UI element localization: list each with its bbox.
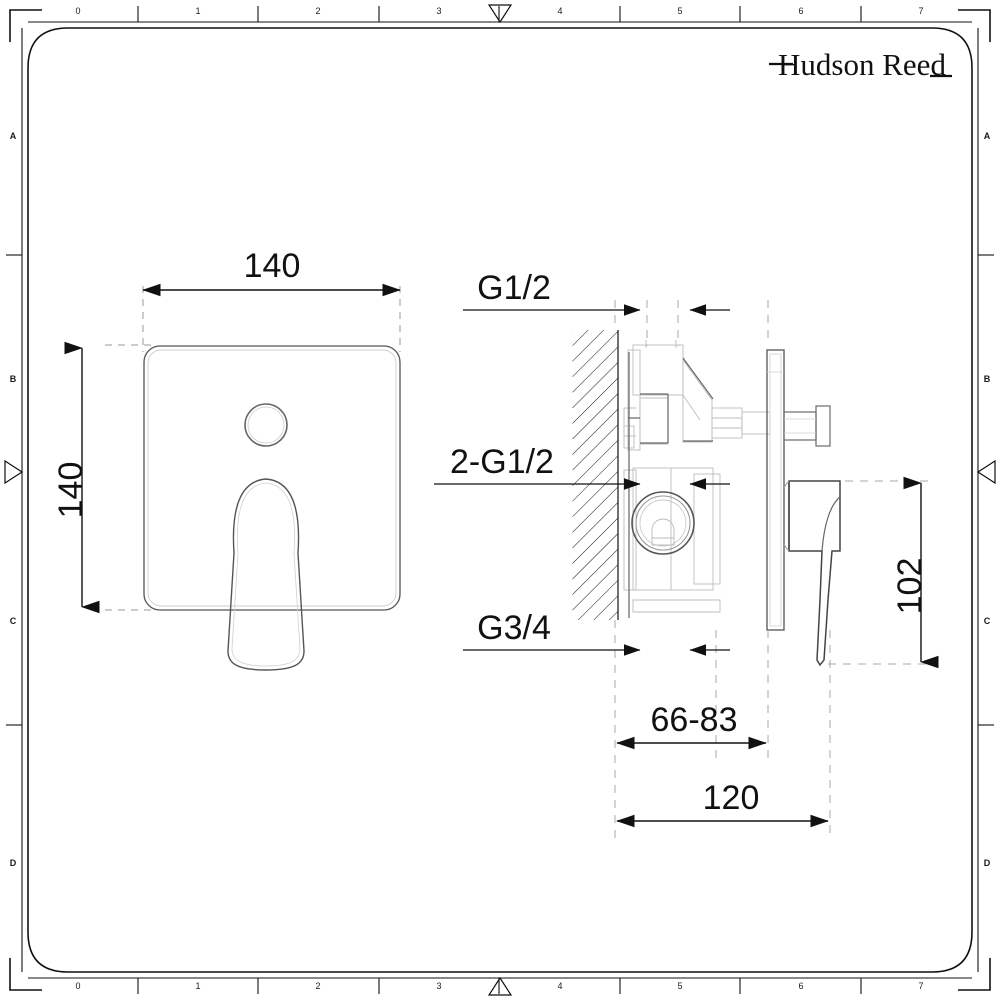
ruler-top-label-6: 6 bbox=[798, 6, 803, 16]
diverter-button-inner-circle bbox=[247, 406, 285, 444]
ruler-right-label-b: B bbox=[984, 374, 991, 384]
valve-internal-geometry bbox=[623, 340, 771, 613]
ruler-bottom-label-0: 0 bbox=[75, 981, 80, 991]
ruler-bottom-label-6: 6 bbox=[798, 981, 803, 991]
dimension-plate-height: 140 bbox=[52, 341, 100, 614]
triangle-down-icon bbox=[487, 4, 513, 24]
ruler-top-label-4: 4 bbox=[557, 6, 562, 16]
ruler-top-label-5: 5 bbox=[677, 6, 682, 16]
dimension-total-depth: 120 bbox=[616, 779, 829, 828]
ruler-left-label-b: B bbox=[10, 374, 17, 384]
side-section-view bbox=[571, 300, 932, 838]
front-elevation-view: 140 140 bbox=[52, 247, 401, 671]
front-extension-lines bbox=[105, 286, 401, 611]
callout-2-g12-label: 2-G1/2 bbox=[450, 443, 554, 481]
callout-2-g12: 2-G1/2 bbox=[434, 443, 730, 490]
cartridge-circle bbox=[631, 491, 695, 555]
callout-g34: G3/4 bbox=[463, 609, 730, 656]
ruler-top-label-0: 0 bbox=[75, 6, 80, 16]
ruler-top-label-1: 1 bbox=[195, 6, 200, 16]
ruler-bottom: 0 1 2 3 4 5 6 7 bbox=[28, 976, 972, 996]
ruler-right-label-d: D bbox=[984, 858, 991, 868]
wall-section bbox=[571, 330, 619, 620]
ruler-right: A B C D bbox=[976, 28, 996, 972]
diverter-outlet-spigot bbox=[783, 405, 831, 447]
ruler-top-label-2: 2 bbox=[315, 6, 320, 16]
triangle-up-icon bbox=[487, 976, 513, 996]
ruler-bottom-label-1: 1 bbox=[195, 981, 200, 991]
corner-brackets bbox=[9, 9, 991, 991]
dimension-wall-depth-label: 66-83 bbox=[651, 701, 738, 739]
faceplate-outline bbox=[143, 345, 401, 611]
triangle-left-icon bbox=[976, 459, 996, 485]
callout-g34-label: G3/4 bbox=[477, 609, 551, 647]
section-construction-lines bbox=[614, 300, 932, 838]
ruler-right-label-a: A bbox=[984, 131, 991, 141]
handle-lever-front-outline bbox=[227, 478, 305, 671]
valve-body-outline bbox=[628, 352, 714, 618]
sheet-border bbox=[27, 27, 973, 973]
ruler-bottom-label-5: 5 bbox=[677, 981, 682, 991]
brand-logo: Hudson Reed bbox=[769, 47, 952, 82]
dimension-handle-drop: 102 bbox=[891, 476, 939, 669]
callout-g12: G1/2 bbox=[463, 269, 730, 316]
dimension-plate-width: 140 bbox=[142, 247, 401, 297]
ruler-top-label-7: 7 bbox=[918, 6, 923, 16]
dimension-plate-height-label: 140 bbox=[52, 462, 90, 519]
ruler-bottom-label-7: 7 bbox=[918, 981, 923, 991]
callout-g12-label: G1/2 bbox=[477, 269, 551, 307]
dimension-plate-width-label: 140 bbox=[244, 247, 301, 285]
dimension-total-depth-label: 120 bbox=[703, 779, 760, 817]
ruler-left-label-a: A bbox=[10, 131, 17, 141]
ruler-left-label-c: C bbox=[10, 616, 17, 626]
ruler-top-label-3: 3 bbox=[436, 6, 441, 16]
ruler-bottom-label-4: 4 bbox=[557, 981, 562, 991]
triangle-right-icon bbox=[4, 459, 24, 485]
faceplate-inner-outline bbox=[147, 349, 397, 607]
ruler-left-label-d: D bbox=[10, 858, 17, 868]
diverter-button-circle bbox=[244, 403, 288, 447]
escutcheon-flange bbox=[766, 349, 785, 631]
ruler-top: 0 1 2 3 4 5 6 7 bbox=[28, 4, 972, 24]
ruler-left: A B C D bbox=[4, 28, 24, 972]
ruler-bottom-label-3: 3 bbox=[436, 981, 441, 991]
ruler-bottom-label-2: 2 bbox=[315, 981, 320, 991]
dimension-handle-drop-label: 102 bbox=[891, 558, 929, 615]
ruler-right-label-c: C bbox=[984, 616, 991, 626]
handle-lever-front-inner bbox=[231, 482, 301, 667]
dimension-wall-depth: 66-83 bbox=[616, 701, 767, 750]
handle-lever-side-profile bbox=[783, 480, 841, 667]
brand-logo-text: Hudson Reed bbox=[778, 47, 946, 82]
